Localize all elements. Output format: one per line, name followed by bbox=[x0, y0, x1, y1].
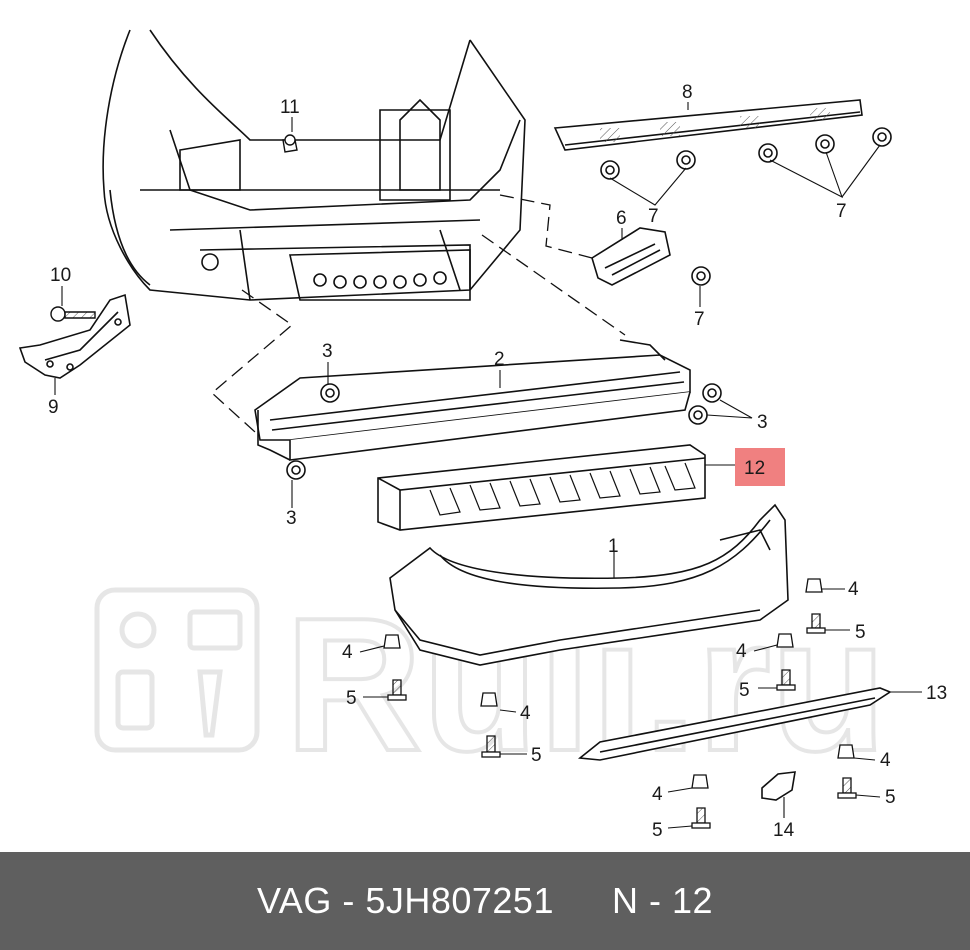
callout-4: 4 bbox=[880, 750, 891, 771]
callout-5: 5 bbox=[739, 680, 750, 701]
leader-lines bbox=[54, 102, 922, 829]
dashed-guides bbox=[211, 194, 626, 433]
part-14-cap bbox=[761, 771, 796, 801]
callout-5: 5 bbox=[885, 787, 896, 808]
fastener-5 bbox=[481, 735, 501, 758]
callout-4: 4 bbox=[520, 703, 531, 724]
callout-10: 10 bbox=[50, 265, 71, 286]
rear-body-panel bbox=[102, 29, 526, 301]
part-1-bumper-cover bbox=[389, 503, 789, 666]
callout-13: 13 bbox=[926, 683, 947, 704]
part-12-energy-absorber bbox=[377, 444, 706, 531]
callout-6: 6 bbox=[616, 208, 627, 229]
parts-diagram: Ruli.ru bbox=[18, 29, 947, 841]
callout-7: 7 bbox=[836, 201, 847, 222]
part-9-side-bracket bbox=[18, 293, 131, 379]
callout-5: 5 bbox=[531, 745, 542, 766]
fastener-4 bbox=[805, 578, 823, 593]
callout-11: 11 bbox=[280, 97, 300, 118]
fastener-4 bbox=[691, 774, 709, 789]
callout-4: 4 bbox=[736, 641, 747, 662]
part-number-label: VAG - 5JH807251 bbox=[256, 880, 554, 921]
callout-3: 3 bbox=[322, 341, 333, 362]
callout-3: 3 bbox=[286, 508, 297, 529]
callout-4: 4 bbox=[652, 784, 663, 805]
callout-3: 3 bbox=[757, 412, 768, 433]
callout-2: 2 bbox=[494, 349, 505, 370]
part-6-bracket bbox=[591, 227, 711, 286]
fastener-5 bbox=[387, 679, 407, 701]
callout-7: 7 bbox=[648, 206, 659, 227]
part-8-guide-rail bbox=[553, 99, 892, 180]
callout-9: 9 bbox=[48, 397, 59, 418]
position-label: N - 12 bbox=[611, 880, 714, 921]
callout-14: 14 bbox=[773, 820, 795, 841]
callout-7: 7 bbox=[694, 309, 705, 330]
part-2-bumper-carrier bbox=[254, 339, 722, 480]
callout-12: 12 bbox=[744, 458, 765, 479]
fastener-4 bbox=[480, 692, 498, 707]
fastener-5 bbox=[691, 807, 711, 829]
highlight-box-12 bbox=[735, 448, 785, 486]
callout-5: 5 bbox=[652, 820, 663, 841]
callout-5: 5 bbox=[346, 688, 357, 709]
fastener-4 bbox=[383, 634, 401, 649]
part-number-footer: VAG - 5JH807251 N - 12 bbox=[0, 852, 970, 950]
callout-5: 5 bbox=[855, 622, 866, 643]
callout-4: 4 bbox=[342, 642, 353, 663]
callout-4: 4 bbox=[848, 579, 859, 600]
callout-8: 8 bbox=[682, 82, 693, 103]
fastener-4 bbox=[776, 633, 794, 648]
part-11-clip bbox=[282, 134, 298, 153]
fastener-5 bbox=[806, 613, 826, 634]
part-10-bolt bbox=[50, 306, 96, 322]
callout-1: 1 bbox=[608, 536, 619, 557]
fastener-4 bbox=[837, 744, 855, 759]
callouts: 1 2 3 3 3 4 4 4 4 4 4 5 5 5 5 5 5 6 7 7 … bbox=[48, 82, 947, 841]
